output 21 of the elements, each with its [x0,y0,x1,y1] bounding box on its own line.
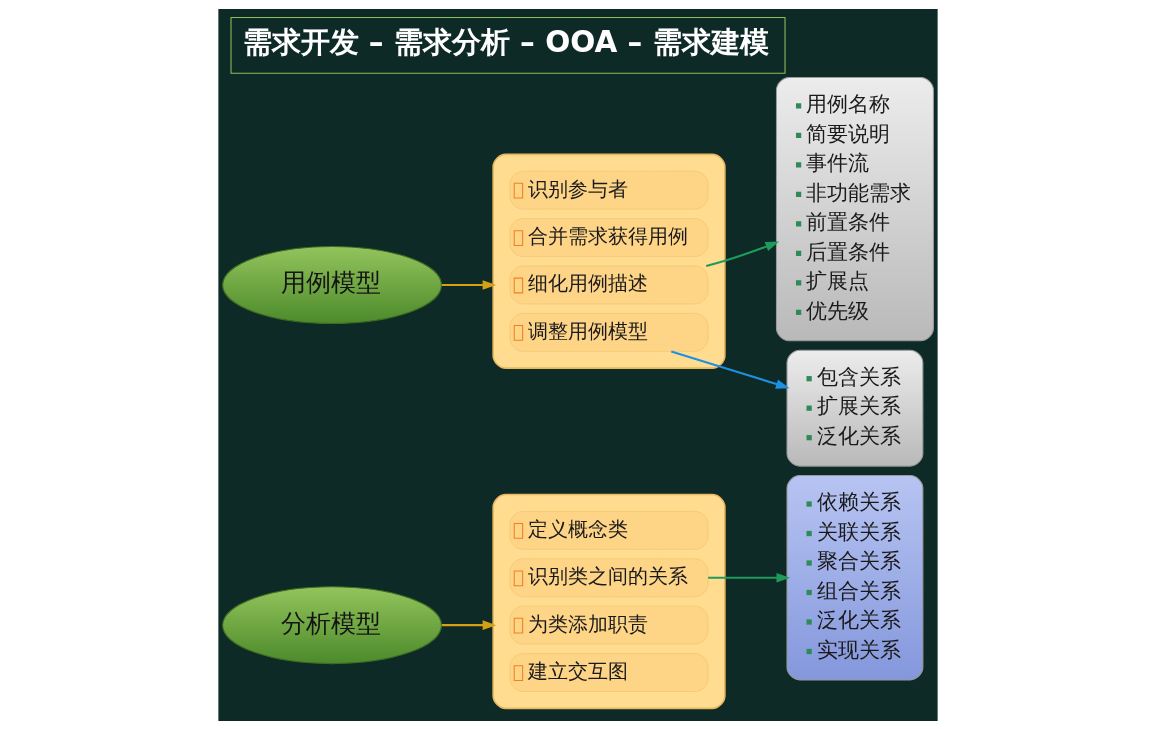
node-ellipse: 分析模型 [221,585,442,664]
node-box: 依赖关系 关联关系 聚合关系 组合关系 泛化关系 实现关系 [786,474,923,680]
arrow [670,349,790,389]
arrow [707,572,790,583]
node-box: 建立交互图 [509,652,708,692]
cluster [491,153,726,369]
node-box: 合并需求获得用例 [509,217,708,257]
node-box: 识别类之间的关系 [509,557,708,597]
node-box: 用例名称 简要说明 事件流 非功能需求 前置条件 后置条件 扩展点 优先级 [775,76,934,341]
node-ellipse: 用例模型 [221,245,442,324]
node-box: 包含关系 扩展关系 泛化关系 [786,349,923,467]
node-box: 为类添加职责 [509,605,708,645]
node-box: 定义概念类 [509,510,708,550]
node-box: 识别参与者 [509,170,708,210]
node-box: 调整用例模型 [509,312,708,352]
diagram-title: 需求开发 – 需求分析 – OOA – 需求建模 [242,24,769,59]
arrow [705,241,779,267]
arrow [441,619,496,630]
node-box: 细化用例描述 [509,265,708,304]
cluster [491,493,726,709]
arrow [441,279,496,290]
